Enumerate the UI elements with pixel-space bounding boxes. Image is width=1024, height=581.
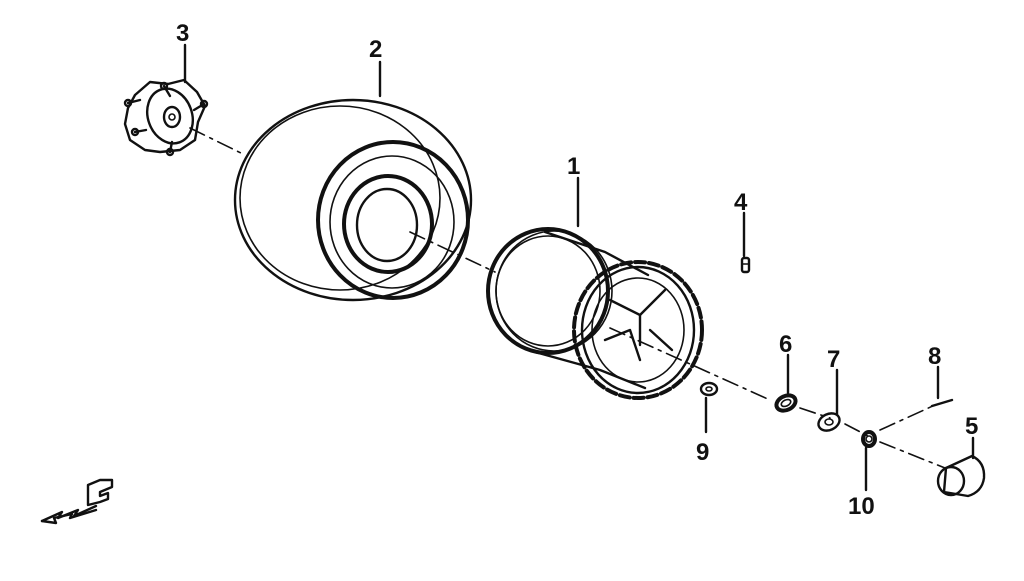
washer bbox=[817, 412, 841, 432]
callout-labels: 1 2 3 4 5 6 7 8 9 10 bbox=[176, 20, 978, 520]
forward-arrow-icon: F bbox=[0, 0, 114, 525]
callout-7: 7 bbox=[827, 346, 840, 373]
direction-label: F bbox=[0, 0, 1, 1]
callout-6: 6 bbox=[779, 331, 792, 358]
tire bbox=[233, 98, 473, 302]
wheel-rim bbox=[486, 227, 704, 400]
callout-2: 2 bbox=[369, 36, 382, 63]
callout-1: 1 bbox=[567, 153, 580, 180]
callout-8: 8 bbox=[928, 343, 941, 370]
cotter-pin bbox=[930, 398, 954, 408]
callout-9: 9 bbox=[696, 439, 709, 466]
callout-3: 3 bbox=[176, 20, 189, 47]
o-ring bbox=[774, 393, 798, 413]
castle-nut bbox=[861, 430, 877, 448]
valve-stem bbox=[740, 256, 751, 274]
callout-4: 4 bbox=[734, 189, 748, 216]
wheel-hub bbox=[123, 78, 209, 157]
lug-nut bbox=[699, 381, 719, 397]
callout-10: 10 bbox=[848, 493, 875, 520]
callout-5: 5 bbox=[965, 413, 978, 440]
hub-cap bbox=[936, 454, 986, 498]
leader-lines bbox=[183, 43, 975, 492]
